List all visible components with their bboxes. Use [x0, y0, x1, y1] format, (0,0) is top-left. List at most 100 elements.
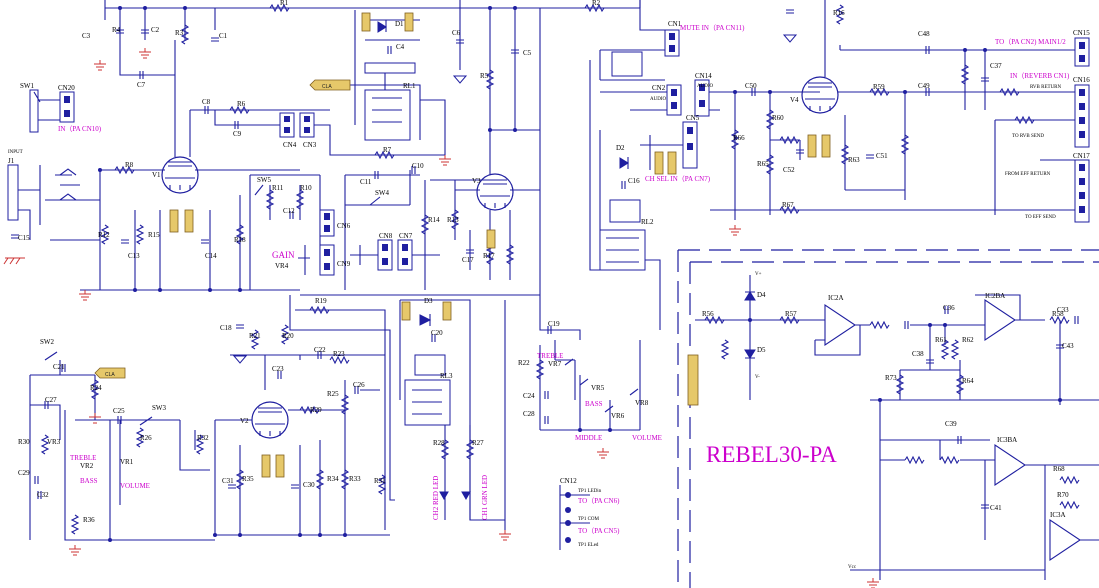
svg-text:VOLUME: VOLUME: [632, 434, 662, 442]
svg-text:R25: R25: [327, 390, 339, 398]
svg-text:V+: V+: [755, 272, 762, 277]
svg-text:C39: C39: [945, 420, 957, 428]
cn14-connector: [694, 79, 710, 117]
svg-text:C11: C11: [360, 178, 372, 186]
svg-text:RL1: RL1: [403, 82, 416, 90]
svg-text:C5: C5: [523, 49, 532, 57]
svg-text:C9: C9: [233, 130, 242, 138]
svg-text:C31: C31: [222, 477, 234, 485]
svg-text:R64: R64: [962, 377, 974, 385]
svg-text:VR5: VR5: [591, 384, 605, 392]
svg-text:C7: C7: [137, 81, 146, 89]
svg-text:C14: C14: [205, 252, 217, 260]
svg-text:D1: D1: [395, 20, 404, 28]
svg-text:CN17: CN17: [1073, 152, 1090, 160]
svg-text:R27: R27: [472, 439, 484, 447]
svg-text:C30: C30: [303, 481, 315, 489]
svg-text:R18: R18: [234, 236, 246, 244]
svg-text:C29: C29: [18, 469, 30, 477]
svg-text:IC3BA: IC3BA: [997, 436, 1017, 444]
svg-text:R26: R26: [140, 434, 152, 442]
svg-text:TO（PA CN5): TO（PA CN5): [578, 527, 620, 535]
svg-text:RVB RETURN: RVB RETURN: [1030, 85, 1062, 90]
svg-text:C3: C3: [82, 32, 91, 40]
svg-text:RL3: RL3: [440, 372, 453, 380]
svg-text:C8: C8: [202, 98, 211, 106]
svg-text:C33: C33: [1057, 306, 1069, 314]
svg-text:C49: C49: [918, 82, 930, 90]
svg-text:CLA: CLA: [322, 84, 332, 90]
ic3a-opamp: [1049, 518, 1081, 562]
ic3ba-opamp: [994, 443, 1026, 487]
svg-text:IN（REVERB CN1): IN（REVERB CN1): [1010, 72, 1070, 80]
svg-text:VR4: VR4: [275, 262, 289, 270]
svg-text:R61: R61: [935, 336, 947, 344]
svg-text:Vcc: Vcc: [848, 565, 857, 570]
svg-text:C12: C12: [283, 207, 295, 215]
svg-text:SW5: SW5: [257, 176, 272, 184]
cn3-connector: [299, 112, 315, 138]
ic2ba-opamp: [984, 298, 1016, 342]
svg-text:C25: C25: [113, 407, 125, 415]
svg-text:R20: R20: [282, 332, 294, 340]
svg-text:C20: C20: [431, 329, 443, 337]
cn6-connector: [319, 209, 335, 237]
svg-text:C52: C52: [783, 166, 795, 174]
svg-text:CN12: CN12: [560, 477, 577, 485]
svg-text:C50: C50: [745, 82, 757, 90]
svg-text:C26: C26: [353, 381, 365, 389]
svg-text:R14: R14: [428, 216, 440, 224]
cn16-connector: [1074, 84, 1090, 148]
svg-text:C19: C19: [548, 320, 560, 328]
svg-text:C23: C23: [272, 365, 284, 373]
cn5-connector: [682, 121, 698, 169]
svg-text:R10: R10: [300, 184, 312, 192]
svg-text:TO（PA CN6): TO（PA CN6): [578, 497, 620, 505]
svg-text:AUDIO: AUDIO: [650, 97, 666, 102]
svg-text:IC2A: IC2A: [828, 294, 844, 302]
svg-text:FROM EFF RETURN: FROM EFF RETURN: [1005, 172, 1051, 177]
svg-text:V-: V-: [755, 375, 760, 380]
svg-text:R29: R29: [310, 406, 322, 414]
svg-text:CN5: CN5: [686, 114, 700, 122]
svg-text:C13: C13: [128, 252, 140, 260]
svg-text:R21: R21: [249, 332, 261, 340]
svg-text:R65: R65: [757, 160, 769, 168]
svg-text:VR3: VR3: [47, 438, 61, 446]
svg-text:AUDIO: AUDIO: [697, 84, 713, 89]
svg-text:CN8: CN8: [379, 232, 393, 240]
svg-text:R66: R66: [733, 134, 745, 142]
svg-text:C43: C43: [1062, 342, 1074, 350]
svg-text:CN7: CN7: [399, 232, 413, 240]
v3-tube: [476, 173, 514, 211]
svg-text:C6: C6: [452, 29, 461, 37]
cn9-connector: [319, 244, 335, 276]
svg-text:R28: R28: [433, 439, 445, 447]
svg-text:C32: C32: [37, 491, 49, 499]
svg-text:SW2: SW2: [40, 338, 55, 346]
cn20-connector: [59, 91, 75, 123]
svg-text:GAIN: GAIN: [272, 250, 295, 260]
svg-text:R5: R5: [480, 72, 489, 80]
v4-tube: [801, 76, 839, 114]
svg-text:V3: V3: [472, 177, 481, 185]
svg-text:VR7: VR7: [548, 360, 562, 368]
svg-text:CN6: CN6: [337, 222, 351, 230]
svg-text:R56: R56: [702, 310, 714, 318]
svg-text:VR8: VR8: [635, 399, 649, 407]
cn7-connector: [397, 239, 413, 271]
svg-text:R8: R8: [125, 161, 134, 169]
svg-text:CN9: CN9: [337, 260, 351, 268]
svg-text:R16: R16: [833, 9, 845, 17]
svg-text:SW3: SW3: [152, 404, 167, 412]
svg-text:D3: D3: [424, 297, 433, 305]
svg-text:CN16: CN16: [1073, 76, 1090, 84]
svg-text:BASS: BASS: [585, 400, 603, 408]
cn15-connector: [1074, 37, 1090, 67]
svg-text:TREBLE: TREBLE: [70, 454, 96, 462]
svg-text:C48: C48: [918, 30, 930, 38]
svg-text:CN20: CN20: [58, 84, 75, 92]
svg-text:R32: R32: [197, 434, 209, 442]
svg-text:R73: R73: [885, 374, 897, 382]
